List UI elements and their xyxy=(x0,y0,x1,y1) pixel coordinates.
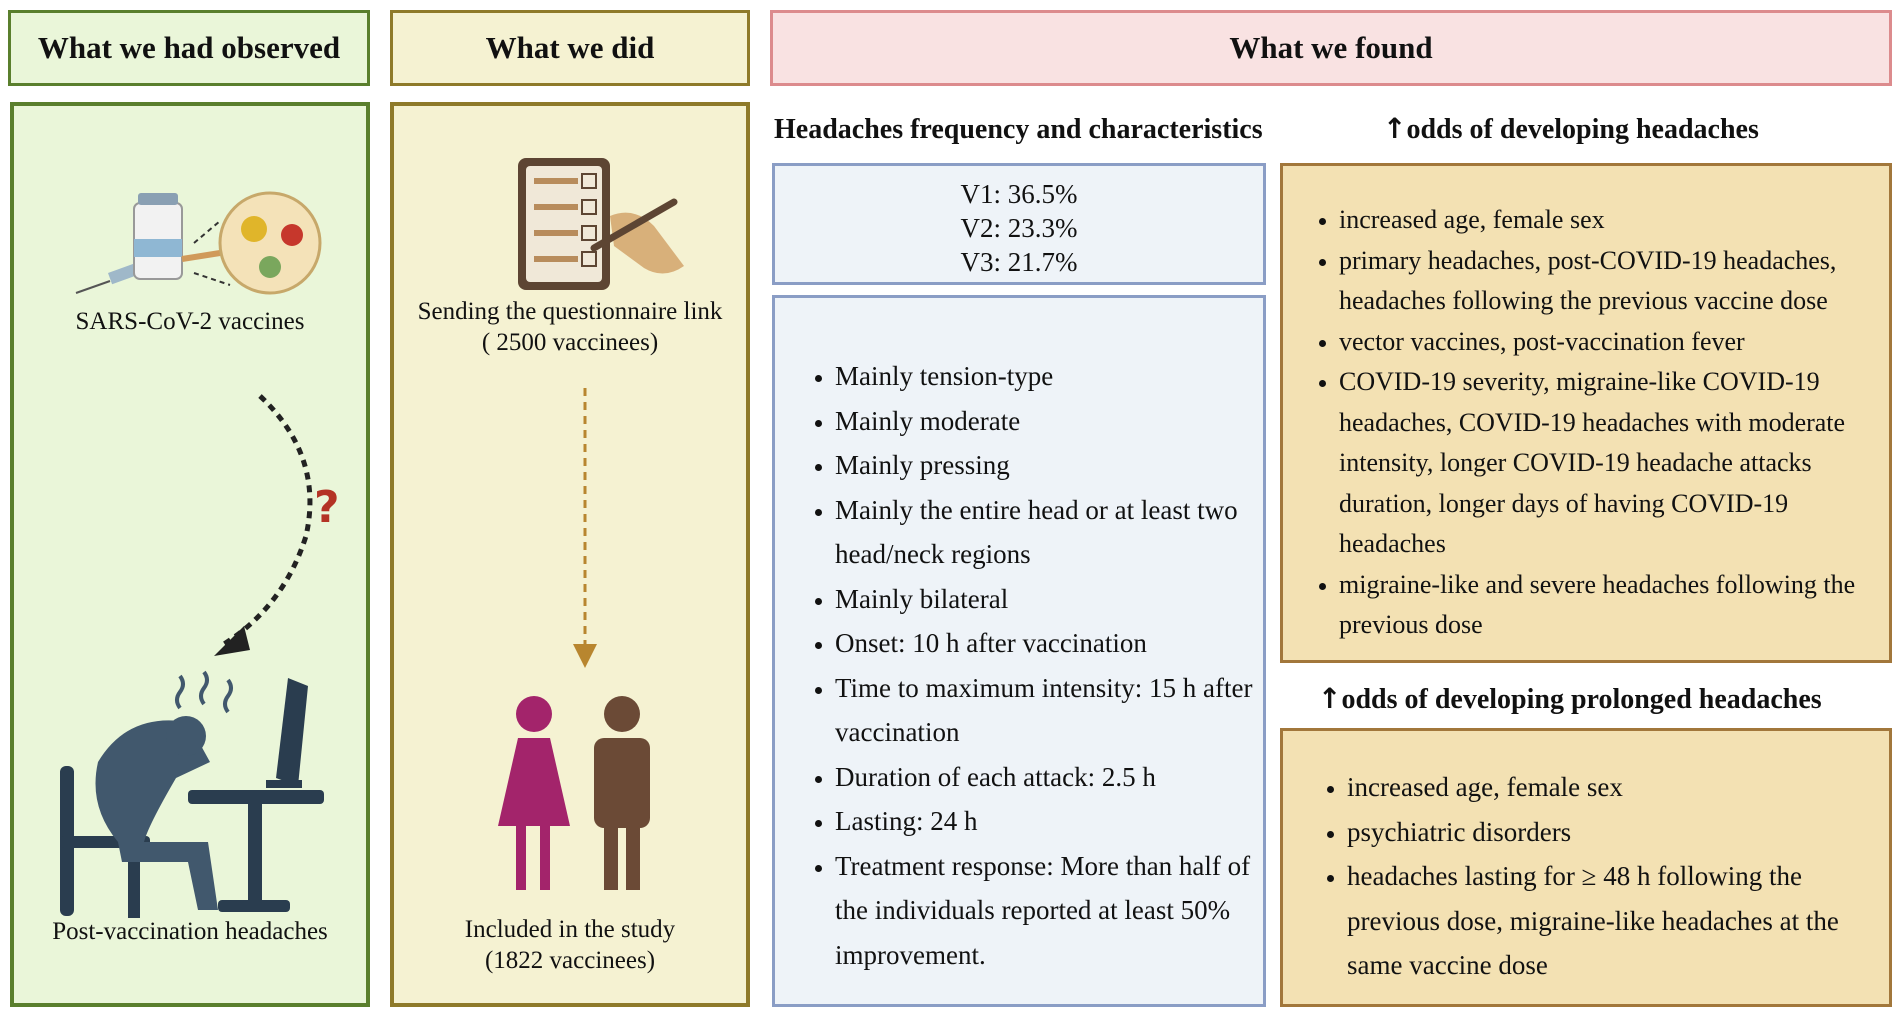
characteristic-item: Mainly bilateral xyxy=(835,577,1255,622)
vaccine-virus-icon xyxy=(75,191,322,295)
sending-link-text: Sending the questionnaire link xyxy=(417,298,723,325)
observed-top-caption: SARS-CoV-2 vaccines xyxy=(14,306,366,337)
vaccinees-1822-text: (1822 vaccinees) xyxy=(484,947,656,974)
header-did-label: What we did xyxy=(485,30,655,65)
did-bottom-caption: Included in the study (1822 vaccinees) xyxy=(394,914,746,976)
odds-prolonged-list: increased age, female sex psychiatric di… xyxy=(1347,765,1877,988)
up-arrow-icon: ↑ xyxy=(1383,112,1407,145)
characteristics-box: Mainly tension-type Mainly moderate Main… xyxy=(772,295,1266,1007)
header-did: What we did xyxy=(390,10,750,86)
people-icon xyxy=(498,696,650,890)
frequency-box: V1: 36.5% V2: 23.3% V3: 21.7% xyxy=(772,163,1266,285)
prolonged-item: headaches lasting for ≥ 48 h following t… xyxy=(1347,854,1877,988)
header-observed-label: What we had observed xyxy=(37,30,341,65)
odds-item: vector vaccines, post-vaccination fever xyxy=(1339,322,1879,363)
question-mark: ? xyxy=(314,482,340,533)
header-found: What we found xyxy=(770,10,1892,86)
odds-prolonged-box: increased age, female sex psychiatric di… xyxy=(1280,728,1892,1007)
did-panel: Sending the questionnaire link ( 2500 va… xyxy=(390,102,750,1007)
curved-dashed-arrow xyxy=(214,394,313,656)
odds-prolonged-title-text: odds of developing prolonged headaches xyxy=(1341,684,1822,715)
characteristic-item: Duration of each attack: 2.5 h xyxy=(835,755,1255,800)
odds-item: increased age, female sex xyxy=(1339,200,1879,241)
prolonged-item: increased age, female sex xyxy=(1347,765,1877,810)
questionnaire-icon xyxy=(518,158,684,290)
did-top-caption: Sending the questionnaire link ( 2500 va… xyxy=(394,296,746,358)
characteristic-item: Mainly moderate xyxy=(835,399,1255,444)
up-arrow-icon: ↑ xyxy=(1318,682,1342,715)
odds-headaches-list: increased age, female sex primary headac… xyxy=(1339,200,1879,646)
frequency-v1: V1: 36.5% xyxy=(960,179,1078,209)
odds-headaches-title: ↑odds of developing headaches xyxy=(1383,112,1759,146)
characteristic-item: Time to maximum intensity: 15 h after va… xyxy=(835,666,1255,755)
header-observed: What we had observed xyxy=(8,10,370,86)
odds-prolonged-title: ↑odds of developing prolonged headaches xyxy=(1318,682,1822,716)
post-vaccination-caption: Post-vaccination headaches xyxy=(52,918,328,945)
characteristic-item: Mainly the entire head or at least two h… xyxy=(835,488,1255,577)
odds-item: COVID-19 severity, migraine-like COVID-1… xyxy=(1339,362,1879,565)
characteristic-item: Lasting: 24 h xyxy=(835,799,1255,844)
vaccines-caption: SARS-CoV-2 vaccines xyxy=(75,308,305,335)
observed-bottom-caption: Post-vaccination headaches xyxy=(14,916,366,947)
dashed-down-arrow xyxy=(573,388,597,668)
frequency-v2: V2: 23.3% xyxy=(960,213,1078,243)
odds-headaches-title-text: odds of developing headaches xyxy=(1406,114,1759,145)
characteristic-item: Onset: 10 h after vaccination xyxy=(835,621,1255,666)
headache-person-icon xyxy=(60,670,324,918)
characteristic-item: Mainly tension-type xyxy=(835,354,1255,399)
included-text: Included in the study xyxy=(464,916,676,943)
observed-panel: SARS-CoV-2 vaccines ? Post-vaccination h… xyxy=(10,102,370,1007)
characteristic-item: Mainly pressing xyxy=(835,443,1255,488)
characteristics-list: Mainly tension-type Mainly moderate Main… xyxy=(835,354,1255,977)
vaccinees-2500-text: ( 2500 vaccinees) xyxy=(481,329,659,356)
odds-headaches-box: increased age, female sex primary headac… xyxy=(1280,163,1892,663)
frequency-title: Headaches frequency and characteristics xyxy=(774,114,1263,145)
characteristic-item: Treatment response: More than half of th… xyxy=(835,844,1255,978)
frequency-v3: V3: 21.7% xyxy=(960,247,1078,277)
odds-item: migraine-like and severe headaches follo… xyxy=(1339,565,1879,646)
header-found-label: What we found xyxy=(1229,30,1433,65)
odds-item: primary headaches, post-COVID-19 headach… xyxy=(1339,241,1879,322)
prolonged-item: psychiatric disorders xyxy=(1347,810,1877,855)
